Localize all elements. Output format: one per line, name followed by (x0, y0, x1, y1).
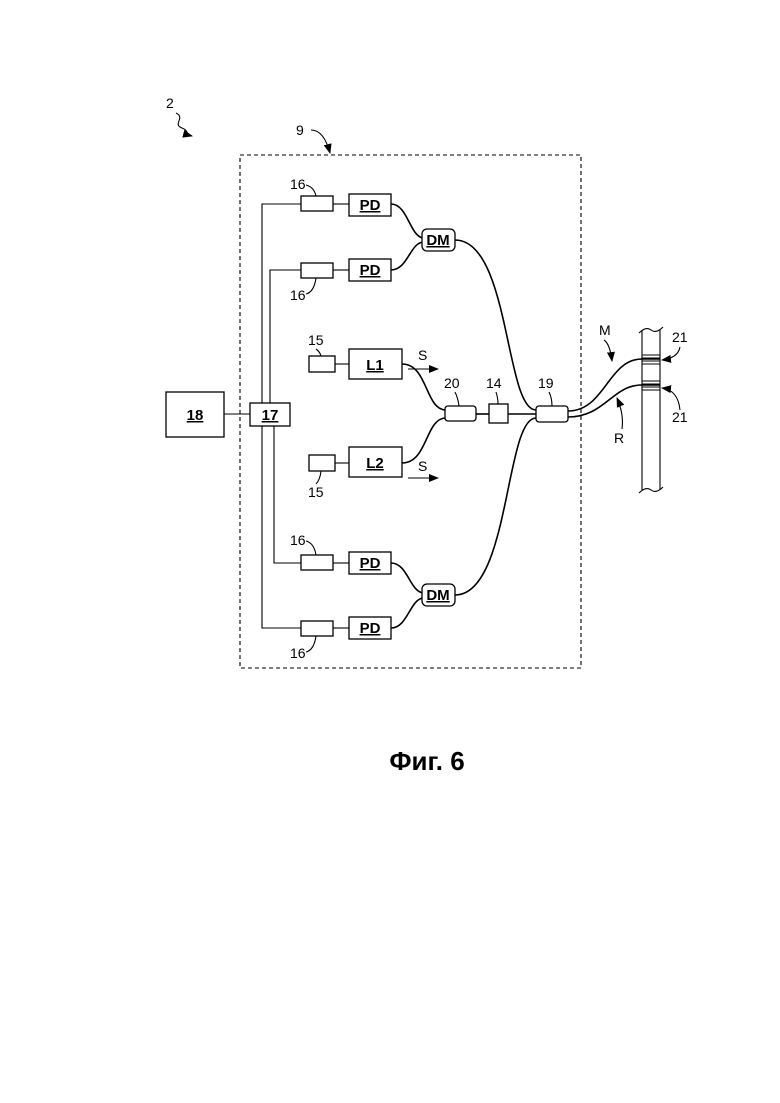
fiber-l2-splitter (402, 418, 446, 463)
laser-driver-box-1 (309, 356, 335, 372)
grating-label-bottom: 21 (672, 409, 688, 425)
fiber-l1-splitter (402, 364, 446, 410)
dm-label-bottom: DM (426, 587, 449, 604)
system-leader-arrow (176, 113, 192, 136)
pd-label-2: PD (360, 262, 381, 279)
filter-box-top (301, 196, 333, 211)
splitter-leader (455, 392, 459, 406)
pd-label-1: PD (360, 197, 381, 214)
circulator-label: 19 (538, 375, 554, 391)
signal-label-1: S (418, 347, 427, 363)
filter-leader-upper2 (306, 278, 316, 294)
fiber-dm-bottom-circulator (455, 418, 536, 595)
pd-label-4: PD (360, 620, 381, 637)
filter-label-upper2: 16 (290, 287, 306, 303)
fiber-m-label: M (599, 322, 611, 338)
splitter-box (445, 406, 476, 421)
system-label: 2 (166, 95, 174, 111)
laser-driver-leader-1 (316, 349, 321, 356)
laser-label-2: L2 (366, 455, 384, 472)
bus-line-bottom (262, 426, 301, 628)
bus-line-top (262, 204, 301, 403)
isolator-leader (496, 392, 498, 404)
laser-label-1: L1 (366, 357, 384, 374)
filter-box-bottom (301, 621, 333, 636)
isolator-box (489, 404, 508, 423)
housing-label: 9 (296, 122, 304, 138)
figure-caption: Фиг. 6 (389, 746, 464, 776)
grating-leader-top (662, 347, 680, 360)
housing-leader-arrow (311, 130, 330, 153)
housing-enclosure (240, 155, 581, 668)
grating-leader-bottom (662, 388, 680, 410)
fiber-pd4-dm (391, 598, 424, 628)
fiber-r-leader (617, 398, 622, 429)
fiber-pd3-dm (391, 563, 424, 593)
laser-driver-leader-2 (316, 471, 321, 484)
monitored-structure (639, 327, 663, 493)
controller-label: 17 (262, 407, 279, 424)
filter-box-upper2 (301, 263, 333, 278)
filter-leader-top (306, 185, 316, 196)
laser-driver-label-2: 15 (308, 484, 324, 500)
fiber-r (568, 385, 642, 417)
splitter-label: 20 (444, 375, 460, 391)
isolator-label: 14 (486, 375, 502, 391)
filter-label-bottom: 16 (290, 645, 306, 661)
filter-leader-bottom (306, 636, 316, 652)
dm-label-top: DM (426, 232, 449, 249)
fiber-pd2-dm (391, 242, 424, 270)
fiber-m-leader (604, 340, 612, 361)
fiber-pd1-dm (391, 204, 424, 238)
filter-label-top: 16 (290, 176, 306, 192)
filter-leader-lower1 (306, 541, 316, 555)
filter-label-lower1: 16 (290, 532, 306, 548)
circulator-leader (549, 392, 552, 406)
laser-driver-label-1: 15 (308, 332, 324, 348)
fiber-r-label: R (614, 430, 624, 446)
circulator-box (536, 406, 568, 422)
filter-box-lower1 (301, 555, 333, 570)
laser-driver-box-2 (309, 455, 335, 471)
pd-label-3: PD (360, 555, 381, 572)
signal-label-2: S (418, 458, 427, 474)
computer-label: 18 (187, 407, 204, 424)
grating-label-top: 21 (672, 329, 688, 345)
